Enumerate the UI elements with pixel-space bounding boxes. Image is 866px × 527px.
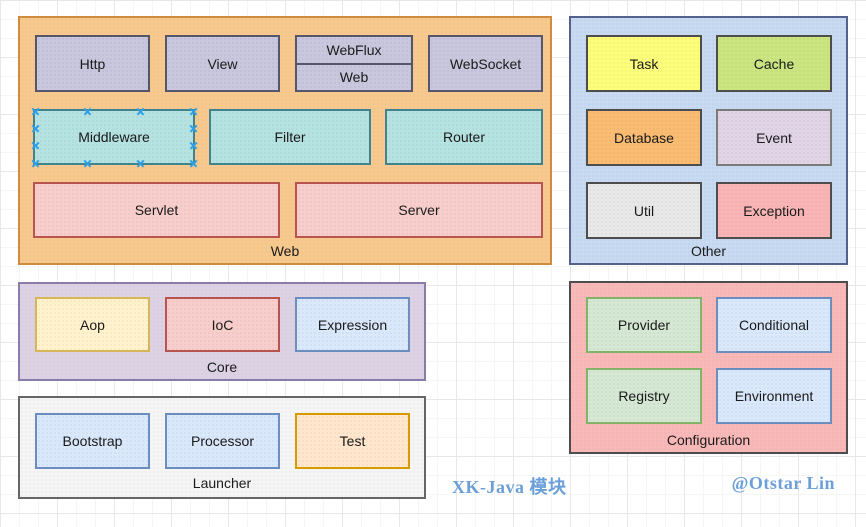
connection-point-icon[interactable] [136,107,145,116]
connection-point-icon[interactable] [136,159,145,168]
node-view[interactable]: View [165,35,280,92]
node-environment[interactable]: Environment [716,368,832,424]
group-label-web: Web [270,243,300,259]
node-label: Test [339,433,366,449]
node-exception[interactable]: Exception [716,182,832,239]
connection-point-icon[interactable] [31,141,40,150]
node-websocket[interactable]: WebSocket [428,35,543,92]
group-configuration[interactable]: Provider Conditional Registry Environmen… [569,281,848,454]
node-cache[interactable]: Cache [716,35,832,92]
author-credit[interactable]: @Otstar Lin [731,473,835,493]
node-label: Exception [743,202,805,219]
connection-point-icon[interactable] [83,107,92,116]
node-servlet[interactable]: Servlet [33,182,280,238]
node-label: Router [442,129,486,145]
node-webflux[interactable]: WebFlux [297,37,411,63]
node-label: Bootstrap [62,433,123,449]
node-processor[interactable]: Processor [165,413,280,469]
diagram-title[interactable]: XK-Java 模块 [452,477,567,497]
node-aop[interactable]: Aop [35,297,150,352]
node-label: IoC [211,316,234,333]
node-label: Filter [274,129,306,145]
node-label: Database [614,129,674,146]
node-label: Task [629,55,659,72]
node-ioc[interactable]: IoC [165,297,280,352]
node-filter[interactable]: Filter [209,109,371,165]
connection-point-icon[interactable] [189,124,198,133]
node-registry[interactable]: Registry [586,368,702,424]
group-label-configuration: Configuration [666,432,751,448]
node-event[interactable]: Event [716,109,832,166]
group-web[interactable]: Http View WebFlux Web WebSocket Middlewa… [18,16,552,265]
node-label: Processor [190,433,255,449]
node-database[interactable]: Database [586,109,702,166]
node-label: Http [79,55,106,72]
group-label-launcher: Launcher [192,475,252,491]
node-middleware[interactable]: Middleware [33,109,195,165]
connection-point-icon[interactable] [31,124,40,133]
node-label: WebFlux [326,41,382,58]
node-test[interactable]: Test [295,413,410,469]
group-label-other: Other [690,243,726,259]
node-label: Aop [80,316,105,333]
node-label: Environment [734,388,814,404]
node-label: Util [633,202,655,219]
connection-point-icon[interactable] [189,107,198,116]
node-task[interactable]: Task [586,35,702,92]
node-label: Middleware [78,129,150,145]
node-label: Cache [753,55,795,72]
connection-point-icon[interactable] [31,107,40,116]
node-label: Expression [317,316,388,333]
node-util[interactable]: Util [586,182,702,239]
connection-point-icon[interactable] [83,159,92,168]
node-expression[interactable]: Expression [295,297,410,352]
node-webflux-web[interactable]: WebFlux Web [295,35,413,92]
group-launcher[interactable]: Bootstrap Processor Test Launcher [18,396,426,499]
node-label: Registry [618,388,670,404]
node-label: Event [756,129,792,146]
node-label: Servlet [134,202,179,218]
node-router[interactable]: Router [385,109,543,165]
node-server[interactable]: Server [295,182,543,238]
node-label: View [207,55,238,72]
node-bootstrap[interactable]: Bootstrap [35,413,150,469]
node-label: Server [398,202,440,218]
group-other[interactable]: Task Cache Database Event Util Exception… [569,16,848,265]
group-label-core: Core [206,359,238,375]
connection-point-icon[interactable] [189,159,198,168]
connection-point-icon[interactable] [31,159,40,168]
node-web[interactable]: Web [297,62,411,91]
node-conditional[interactable]: Conditional [716,297,832,353]
node-http[interactable]: Http [35,35,150,92]
node-label: WebSocket [449,55,522,72]
node-label: Conditional [738,317,810,333]
node-label: Web [339,69,369,86]
node-provider[interactable]: Provider [586,297,702,353]
group-core[interactable]: Aop IoC Expression Core [18,282,426,381]
node-label: Provider [617,317,671,333]
connection-point-icon[interactable] [189,141,198,150]
